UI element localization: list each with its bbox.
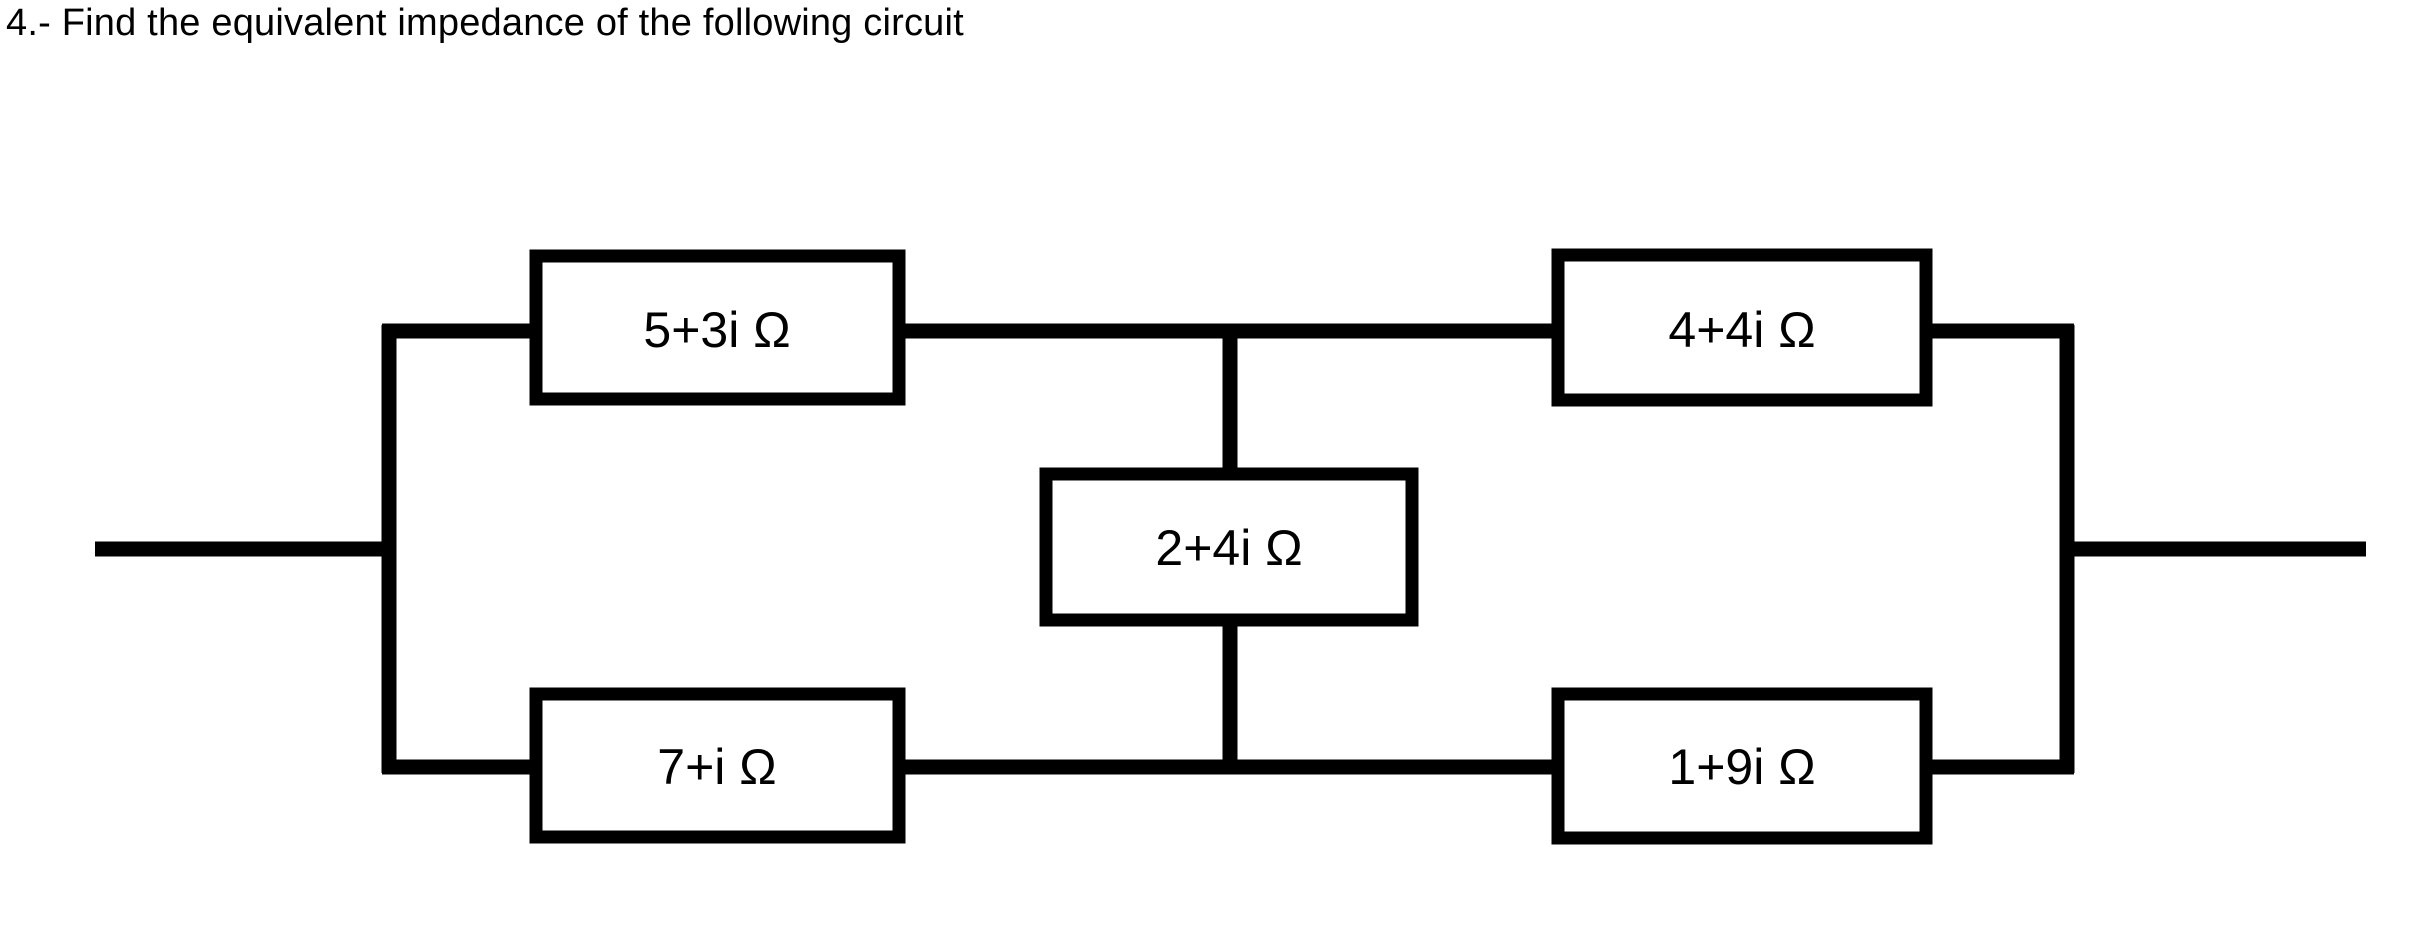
impedance-top-right-box <box>1551 248 1933 407</box>
impedance-top-left-label: 5+3i Ω <box>643 302 790 358</box>
impedance-top-right-label: 4+4i Ω <box>1668 302 1815 358</box>
impedance-bottom-left-label: 7+i Ω <box>657 739 776 795</box>
impedance-top-right: 4+4i Ω <box>1551 248 1933 407</box>
impedance-bottom-right-box <box>1551 687 1933 845</box>
impedance-top-left-box <box>529 249 906 406</box>
page-title: 4.- Find the equivalent impedance of the… <box>6 2 964 44</box>
impedance-bottom-left-box <box>529 687 906 844</box>
impedance-bottom-right-label: 1+9i Ω <box>1668 739 1815 795</box>
impedance-bridge-middle-box <box>1039 467 1419 627</box>
impedance-top-left: 5+3i Ω <box>529 249 906 406</box>
impedance-bottom-right: 1+9i Ω <box>1551 687 1933 845</box>
impedance-bottom-left: 7+i Ω <box>529 687 906 844</box>
impedance-bridge-middle-label: 2+4i Ω <box>1155 520 1302 576</box>
impedance-bridge-middle: 2+4i Ω <box>1039 467 1419 627</box>
